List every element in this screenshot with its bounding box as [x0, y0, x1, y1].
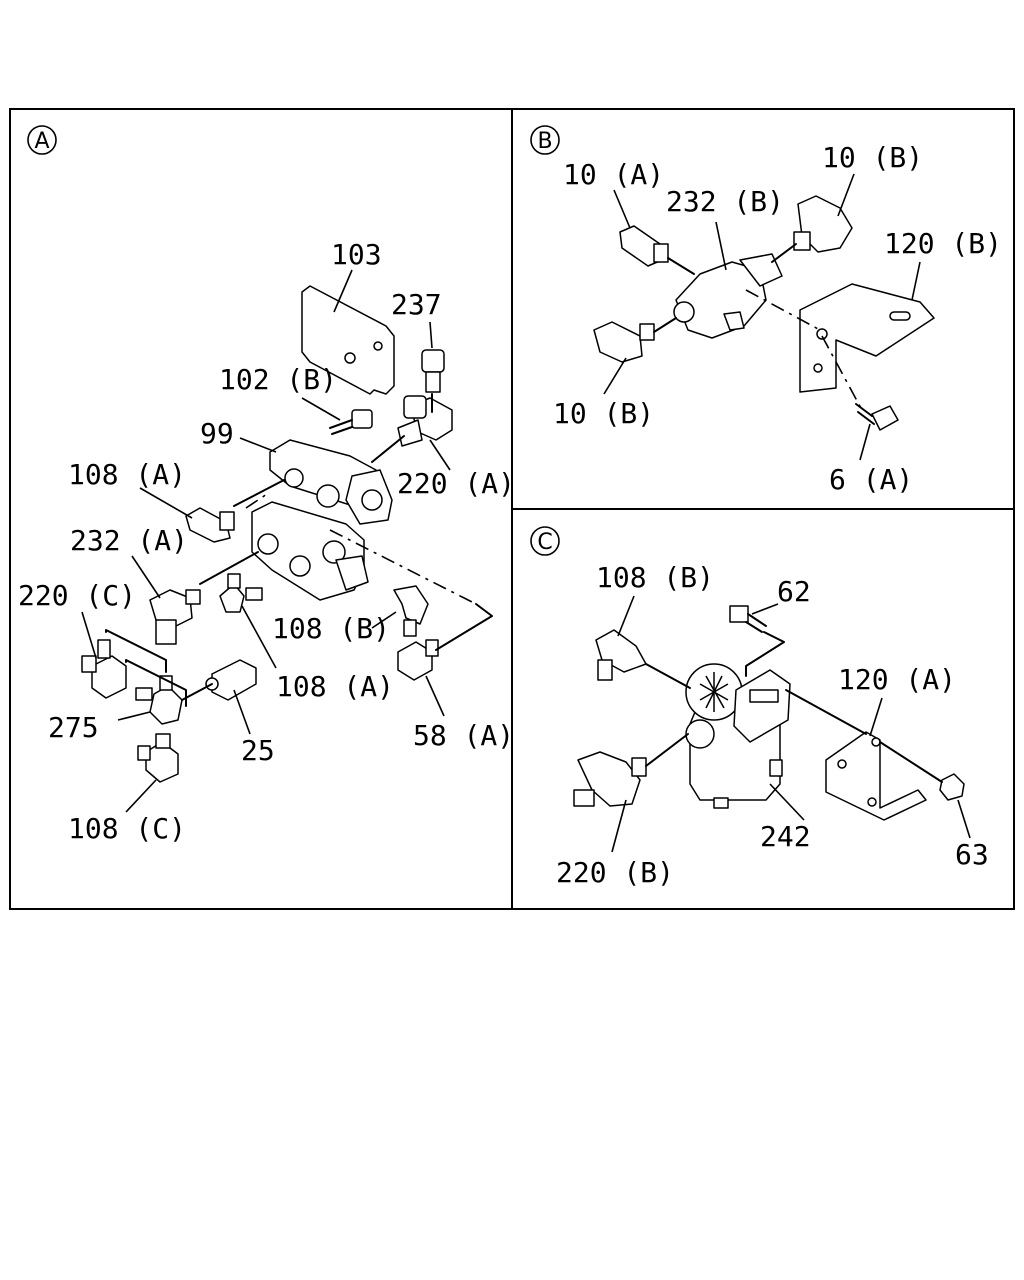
panel-marker-a: A: [27, 125, 57, 155]
callout-220-b: 220 (B): [556, 856, 674, 889]
panel-c-labels: 108 (B) 62 120 (A) 242 63 220 (B): [556, 561, 989, 889]
callout-58-a: 58 (A): [413, 719, 514, 752]
diagram-frame: [9, 108, 1015, 910]
callout-232-a: 232 (A): [70, 524, 188, 557]
panel-a-leaders: [81, 269, 451, 813]
callout-220-a: 220 (A): [397, 467, 515, 500]
callout-120-a: 120 (A): [838, 663, 956, 696]
callout-10-b-lower: 10 (B): [553, 397, 654, 430]
panel-a-drawing: [81, 285, 493, 783]
panel-b-drawing: [593, 195, 935, 431]
panel-b-labels: 10 (A) 232 (B) 10 (B) 120 (B) 10 (B) 6 (…: [553, 141, 1002, 496]
callout-99: 99: [200, 417, 234, 450]
panel-c-drawing: [573, 605, 965, 821]
callout-25: 25: [241, 734, 275, 767]
panel-marker-b-text: B: [537, 129, 552, 154]
callout-10-b-upper: 10 (B): [822, 141, 923, 174]
callout-108-a-lower: 108 (A): [276, 670, 394, 703]
callout-237: 237: [391, 288, 442, 321]
panel-marker-c-text: C: [537, 530, 552, 555]
callout-120-b: 120 (B): [884, 227, 1002, 260]
panel-marker-a-text: A: [34, 129, 49, 154]
panel-marker-b: B: [530, 125, 560, 155]
panel-marker-c: C: [530, 526, 560, 556]
callout-102-b: 102 (B): [219, 363, 337, 396]
callout-10-a: 10 (A): [563, 158, 664, 191]
callout-108-a-upper: 108 (A): [68, 458, 186, 491]
callout-108-b-c: 108 (B): [596, 561, 714, 594]
panel-a-labels: 103 237 102 (B) 99 220 (A) 108 (A) 232 (…: [18, 238, 515, 845]
callout-275: 275: [48, 711, 99, 744]
callout-108-c: 108 (C): [68, 812, 186, 845]
callout-232-b: 232 (B): [666, 185, 784, 218]
callout-108-b: 108 (B): [272, 612, 390, 645]
panel-c-leaders: [611, 595, 971, 853]
callout-6-a: 6 (A): [829, 463, 913, 496]
callout-103: 103: [331, 238, 382, 271]
callout-220-c: 220 (C): [18, 579, 136, 612]
callout-242: 242: [760, 820, 811, 853]
callout-63: 63: [955, 838, 989, 871]
callout-62: 62: [777, 575, 811, 608]
panel-b-leaders: [603, 173, 921, 461]
